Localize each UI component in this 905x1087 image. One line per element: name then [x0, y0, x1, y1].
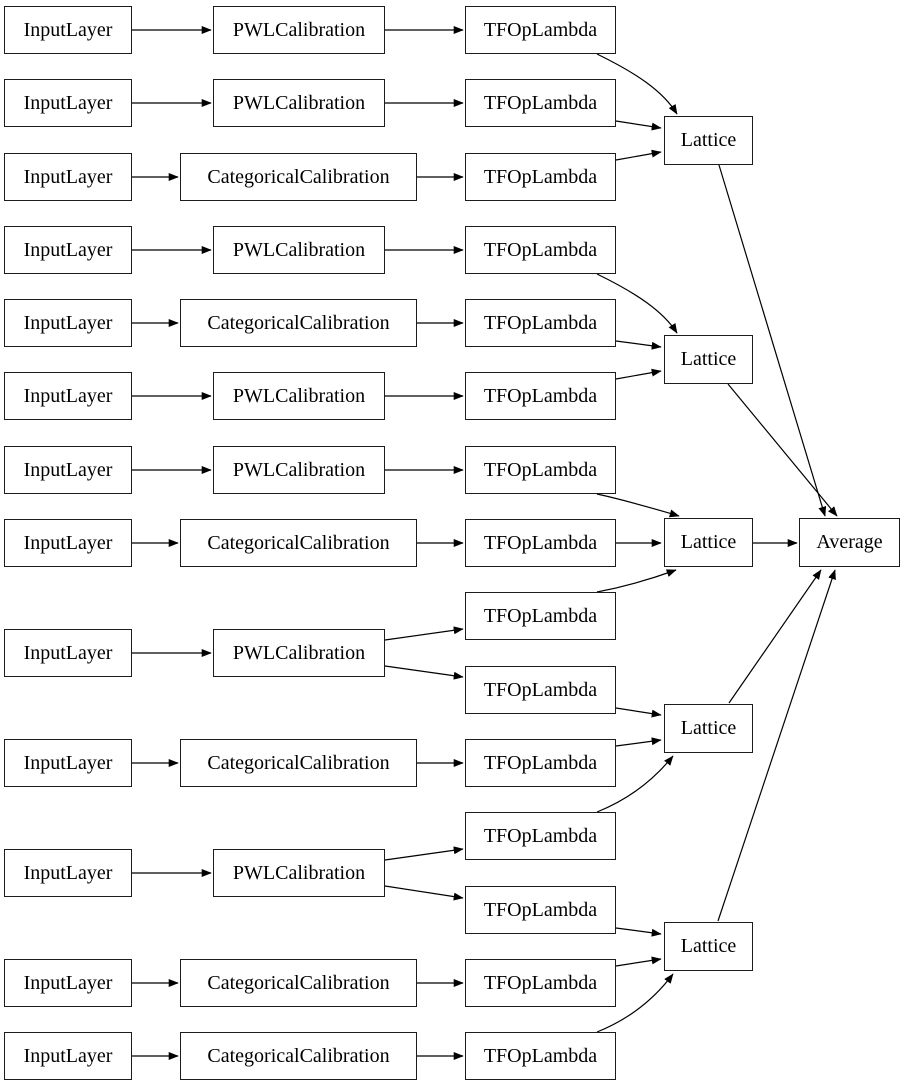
- edge-lambda3-lattice1: [615, 149, 662, 161]
- tfop-lambda-node-14: TFOpLambda: [465, 959, 616, 1007]
- edge-lambda13-lattice5: [615, 927, 662, 937]
- input-layer-node-10: InputLayer: [4, 739, 132, 787]
- edge-lambda9-lattice3: [596, 569, 677, 593]
- input-layer-node-1: InputLayer: [4, 6, 132, 54]
- lattice-node-2: Lattice: [664, 335, 753, 384]
- input-layer-node-13: InputLayer: [4, 1032, 132, 1080]
- input-layer-node-5: InputLayer: [4, 299, 132, 347]
- input-layer-node-11: InputLayer: [4, 849, 132, 897]
- input-layer-node-4: InputLayer: [4, 226, 132, 274]
- pwl-calibration-node-7: PWLCalibration: [213, 446, 385, 494]
- edge-lambda6-lattice2: [615, 368, 662, 380]
- tfop-lambda-node-8: TFOpLambda: [465, 519, 616, 567]
- pwl-calibration-node-11: PWLCalibration: [213, 849, 385, 897]
- average-node: Average: [799, 518, 900, 567]
- edge-pwl9-lambda9: [384, 626, 464, 641]
- tfop-lambda-node-6: TFOpLambda: [465, 372, 616, 420]
- pwl-calibration-node-6: PWLCalibration: [213, 372, 385, 420]
- tfop-lambda-node-9: TFOpLambda: [465, 592, 616, 640]
- categorical-calibration-node-5: CategoricalCalibration: [180, 299, 417, 347]
- tfop-lambda-node-15: TFOpLambda: [465, 1032, 616, 1080]
- edge-lambda2-lattice1: [615, 120, 662, 131]
- input-layer-node-8: InputLayer: [4, 519, 132, 567]
- input-layer-node-6: InputLayer: [4, 372, 132, 420]
- tfop-lambda-node-10: TFOpLambda: [465, 666, 616, 714]
- edge-lambda7-lattice3: [596, 493, 680, 518]
- tfop-lambda-node-3: TFOpLambda: [465, 153, 616, 201]
- tfop-lambda-node-5: TFOpLambda: [465, 299, 616, 347]
- categorical-calibration-node-12: CategoricalCalibration: [180, 959, 417, 1007]
- lattice-node-3: Lattice: [664, 518, 753, 567]
- categorical-calibration-node-10: CategoricalCalibration: [180, 739, 417, 787]
- edge-pwl9-lambda10: [384, 665, 464, 680]
- tfop-lambda-node-7: TFOpLambda: [465, 446, 616, 494]
- tfop-lambda-node-11: TFOpLambda: [465, 739, 616, 787]
- input-layer-node-3: InputLayer: [4, 153, 132, 201]
- lattice-node-1: Lattice: [664, 116, 753, 165]
- pwl-calibration-node-1: PWLCalibration: [213, 6, 385, 54]
- input-layer-node-2: InputLayer: [4, 79, 132, 127]
- edge-lambda11-lattice4: [615, 737, 662, 747]
- pwl-calibration-node-2: PWLCalibration: [213, 79, 385, 127]
- edge-lattice2-average: [727, 383, 838, 517]
- pwl-calibration-node-4: PWLCalibration: [213, 226, 385, 274]
- lattice-node-5: Lattice: [664, 922, 753, 971]
- pwl-calibration-node-9: PWLCalibration: [213, 629, 385, 677]
- edge-pwl11-lambda12: [384, 846, 464, 861]
- tfop-lambda-node-4: TFOpLambda: [465, 226, 616, 274]
- edge-lattice4-average: [728, 569, 822, 704]
- edge-lambda10-lattice4: [615, 707, 662, 718]
- tfop-lambda-node-2: TFOpLambda: [465, 79, 616, 127]
- tfop-lambda-node-1: TFOpLambda: [465, 6, 616, 54]
- edge-lambda5-lattice2: [615, 340, 662, 350]
- lattice-node-4: Lattice: [664, 704, 753, 753]
- edge-lambda14-lattice5: [615, 956, 662, 967]
- categorical-calibration-node-13: CategoricalCalibration: [180, 1032, 417, 1080]
- tfop-lambda-node-13: TFOpLambda: [465, 886, 616, 934]
- categorical-calibration-node-8: CategoricalCalibration: [180, 519, 417, 567]
- edge-pwl11-lambda13: [384, 885, 464, 901]
- input-layer-node-7: InputLayer: [4, 446, 132, 494]
- tfop-lambda-node-12: TFOpLambda: [465, 812, 616, 860]
- categorical-calibration-node-3: CategoricalCalibration: [180, 153, 417, 201]
- input-layer-node-9: InputLayer: [4, 629, 132, 677]
- input-layer-node-12: InputLayer: [4, 959, 132, 1007]
